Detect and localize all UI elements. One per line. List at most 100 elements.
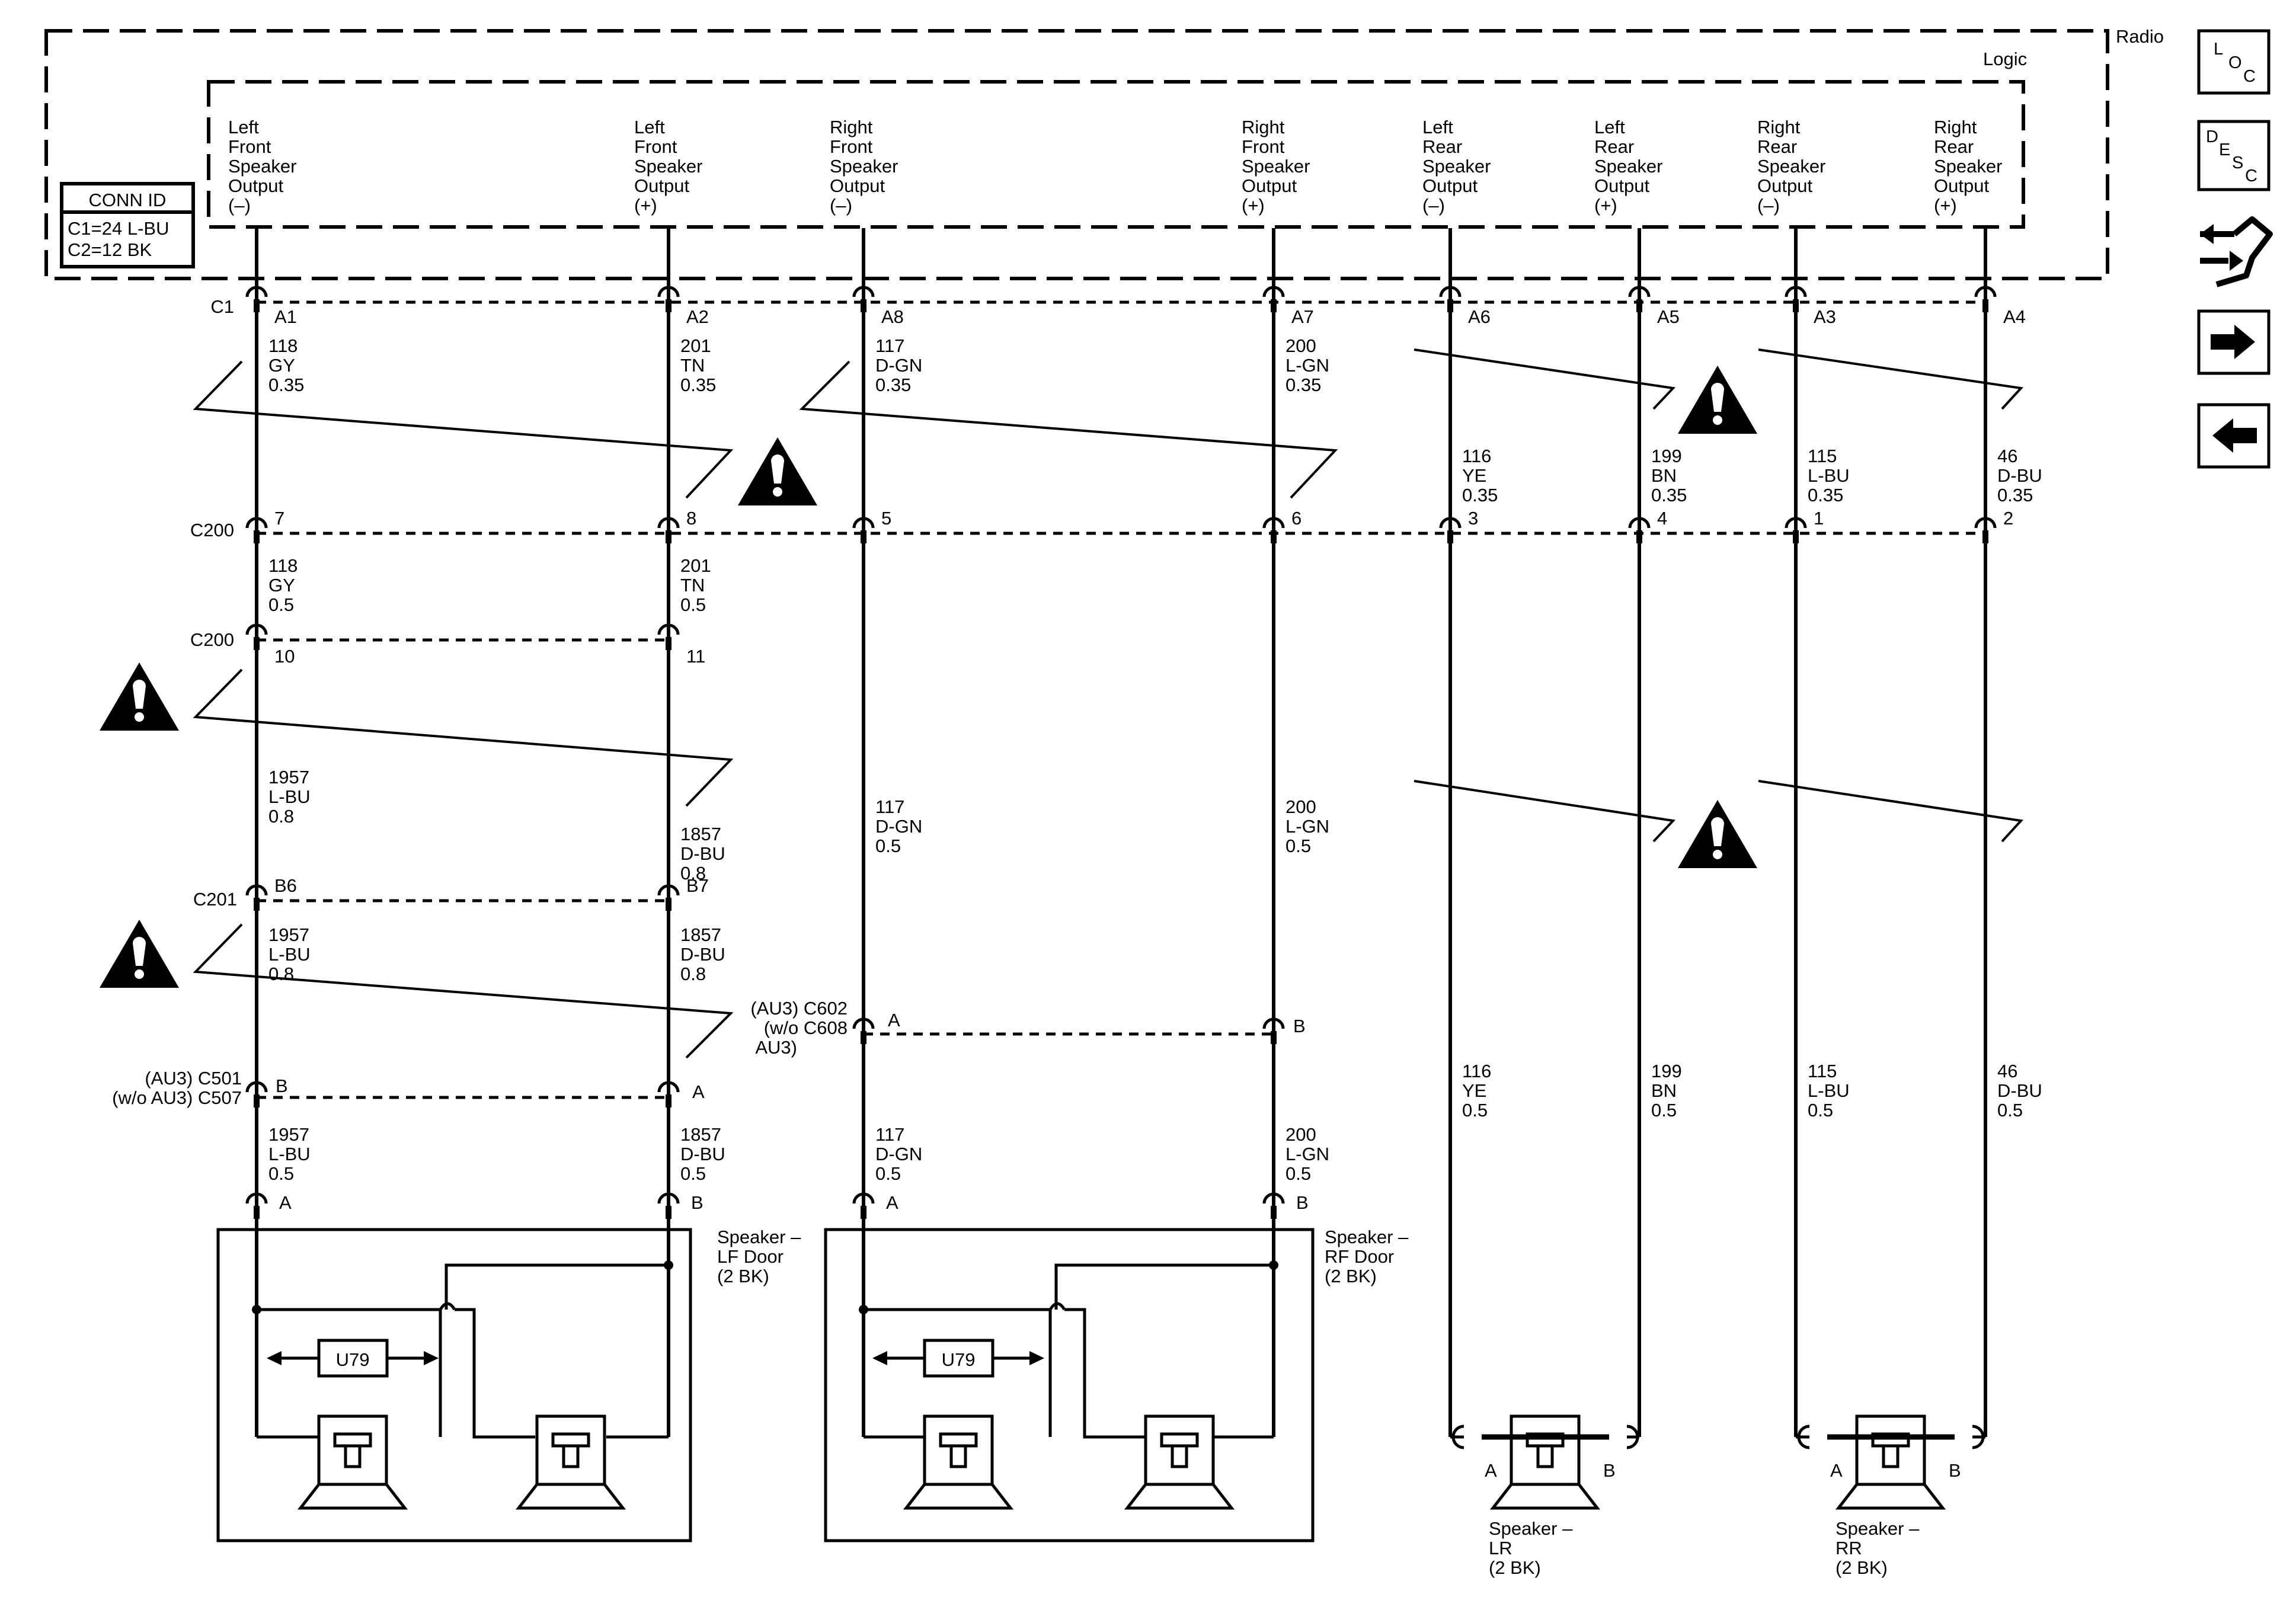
wire-top-1-0: 201: [680, 335, 711, 356]
wire-top-6-2: 0.35: [1808, 485, 1843, 505]
wire-mid3-1-2: 0.8: [680, 964, 706, 984]
c602-line-0: (AU3) C602: [750, 998, 848, 1019]
lr-speaker-icon: [1489, 1414, 1601, 1510]
wire-top-3-0: 200: [1285, 335, 1316, 356]
logic-label: Logic: [1983, 49, 2027, 69]
wire-top-2-1: D-GN: [875, 355, 922, 376]
warning-icon-3: [100, 662, 179, 731]
wire-top-4-1: YE: [1462, 465, 1486, 486]
wire-top-4-2: 0.35: [1462, 485, 1498, 505]
c501-terminal-1: [657, 1081, 680, 1108]
speaker-rr-label-2: (2 BK): [1835, 1557, 1888, 1578]
speaker-lf-label-0: Speaker –: [717, 1227, 801, 1247]
wire-mid1-1-2: 0.5: [680, 594, 706, 615]
wire-rear-low-3-1: D-BU: [1997, 1080, 2042, 1101]
c200a-terminal-0: [245, 517, 268, 543]
conn-id-box: [60, 182, 195, 268]
warning-icon-1: [738, 437, 817, 505]
c200b-pin-1: 11: [686, 646, 705, 667]
speaker-lf-label-2: (2 BK): [717, 1266, 769, 1286]
logic-box: [207, 80, 2025, 229]
warning-icon-4: [1678, 800, 1757, 868]
speaker-pin-2: A: [886, 1192, 898, 1213]
c602-pin-1: B: [1293, 1016, 1306, 1036]
output-label-3-3: Output: [1242, 175, 1297, 196]
c1-label: C1: [210, 296, 234, 317]
wire-bottom-2-1: D-GN: [875, 1144, 922, 1164]
wire-top-7-1: D-BU: [1997, 465, 2042, 486]
speaker-terminal-3: [1262, 1192, 1285, 1219]
output-label-5-4: (+): [1594, 195, 1617, 216]
conn-id-line-1: C1=24 L-BU: [68, 218, 169, 239]
lf-speaker-box: [216, 1228, 692, 1542]
wire-bottom-1-0: 1857: [680, 1124, 721, 1145]
c501-line-1: (w/o AU3) C507: [112, 1087, 242, 1108]
wire-rear-low-3-2: 0.5: [1997, 1100, 2023, 1121]
output-label-2-2: Speaker: [830, 156, 898, 177]
output-label-0-1: Front: [228, 136, 271, 157]
wire-rear-low-2-0: 115: [1808, 1061, 1837, 1081]
c1-pin-1: A2: [686, 306, 709, 327]
previous-button[interactable]: [2197, 403, 2271, 469]
wire-top-0-1: GY: [268, 355, 295, 376]
speaker-lr-label-0: Speaker –: [1489, 1518, 1573, 1539]
output-label-0-4: (–): [228, 195, 251, 216]
wire-bottom-0-0: 1957: [268, 1124, 309, 1145]
wire-mid1-1-1: TN: [680, 575, 705, 596]
rr-speaker-icon: [1835, 1414, 1946, 1510]
output-label-6-0: Right: [1757, 117, 1801, 137]
desc-button[interactable]: D E S C: [2197, 120, 2271, 191]
c200a-pin-0: 7: [274, 508, 284, 529]
output-label-2-4: (–): [830, 195, 852, 216]
c1-pin-0: A1: [274, 306, 297, 327]
speaker-lr-label-2: (2 BK): [1489, 1557, 1541, 1578]
wire-mid2-1-1: D-BU: [680, 843, 725, 864]
c1-terminal-4: [1439, 286, 1462, 312]
wire-mid3-0-2: 0.8: [268, 964, 294, 984]
c1-terminal-5: [1628, 286, 1651, 312]
c501-pin-0: B: [276, 1076, 288, 1096]
wire-top-1-1: TN: [680, 355, 705, 376]
rf-speaker-1-icon: [903, 1414, 1014, 1510]
wire-rear-low-2-2: 0.5: [1808, 1100, 1833, 1121]
output-label-1-4: (+): [634, 195, 657, 216]
wire-mid1-1-0: 201: [680, 555, 711, 576]
wire-mid2-0-1: L-BU: [268, 786, 311, 807]
c201-terminal-1: [657, 884, 680, 911]
rr-pin-a: A: [1830, 1460, 1843, 1481]
output-label-0-2: Speaker: [228, 156, 296, 177]
wire-mid2-1-2: 0.8: [680, 863, 706, 884]
wire-mid3-1-1: D-BU: [680, 944, 725, 965]
wire-rear-low-0-2: 0.5: [1462, 1100, 1488, 1121]
wire-bottom-1-1: D-BU: [680, 1144, 725, 1164]
speaker-rf-label-1: RF Door: [1325, 1246, 1394, 1267]
desc-letter-e: E: [2219, 140, 2230, 159]
output-label-4-0: Left: [1422, 117, 1453, 137]
c501-terminal-0: [245, 1081, 268, 1108]
loc-button[interactable]: L O C: [2197, 29, 2271, 95]
c602-line-2: AU3): [755, 1037, 797, 1058]
c1-pin-3: A7: [1291, 306, 1314, 327]
wire-mid2-0-2: 0.8: [268, 806, 294, 827]
output-label-3-2: Speaker: [1242, 156, 1310, 177]
c200a-terminal-6: [1785, 517, 1807, 543]
next-button[interactable]: [2197, 309, 2271, 375]
output-label-5-2: Speaker: [1594, 156, 1662, 177]
c602-line-1: (w/o C608: [764, 1017, 848, 1038]
c1-terminal-6: [1785, 286, 1807, 312]
output-label-0-0: Left: [228, 117, 259, 137]
c200a-terminal-5: [1628, 517, 1651, 543]
wire-mid3-1-0: 1857: [680, 924, 721, 945]
wire-mid2-2-1: D-GN: [875, 816, 922, 837]
output-label-1-3: Output: [634, 175, 689, 196]
connector-tool-icon[interactable]: [2200, 216, 2273, 287]
wire-rear-low-0-1: YE: [1462, 1080, 1486, 1101]
speaker-terminal-0: [245, 1192, 268, 1219]
output-label-4-3: Output: [1422, 175, 1478, 196]
output-label-3-1: Front: [1242, 136, 1285, 157]
output-label-2-1: Front: [830, 136, 873, 157]
output-label-3-4: (+): [1242, 195, 1265, 216]
u79-rf-label: U79: [942, 1349, 976, 1370]
output-label-7-4: (+): [1934, 195, 1957, 216]
